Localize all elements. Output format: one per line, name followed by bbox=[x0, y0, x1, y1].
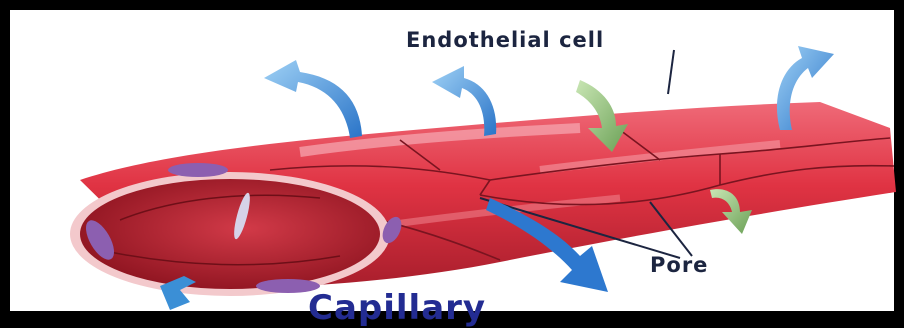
outflow-arrow-middle bbox=[432, 66, 496, 136]
label-endothelial-cell: Endothelial cell bbox=[406, 28, 604, 52]
label-pore: Pore bbox=[650, 253, 708, 277]
endothelial-pointer-line bbox=[668, 50, 674, 94]
label-capillary: Capillary bbox=[308, 288, 486, 328]
outflow-arrow-left bbox=[264, 60, 362, 138]
capillary-illustration bbox=[20, 20, 904, 321]
diagram-frame: Endothelial cell Pore Capillary bbox=[0, 0, 904, 321]
